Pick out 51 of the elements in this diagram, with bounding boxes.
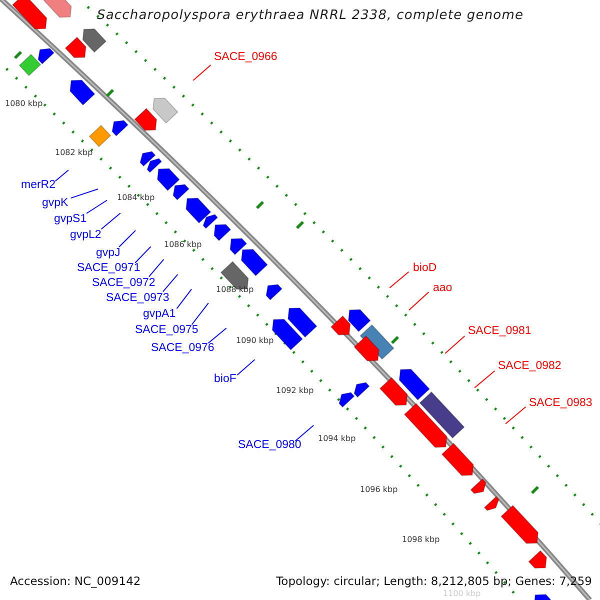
gene-label: gvpL2 (70, 229, 102, 242)
scale-label: 1094 kbp (318, 434, 356, 443)
map-title: Saccharopolyspora erythraea NRRL 2338, complete genome (97, 9, 524, 22)
gene-label: SACE_0976 (151, 342, 214, 355)
accession-text: Accession: NC_009142 (10, 575, 141, 588)
scale-label: 1096 kbp (360, 485, 398, 494)
leader-line (505, 406, 526, 424)
scale-label: 1086 kbp (164, 240, 202, 249)
leader-line (389, 271, 410, 288)
topology-text: Topology: circular; Length: 8,212,805 bp; Genes: 7,259 (276, 575, 592, 588)
gene-label: bioD (413, 262, 437, 275)
scale-label: 1082 kbp (55, 148, 93, 157)
leader-line (162, 274, 178, 292)
scale-label: 1080 kbp (5, 99, 43, 108)
leader-line (444, 336, 466, 354)
leader-line (134, 246, 152, 264)
leader-line (54, 170, 69, 182)
scale-label: 1088 kbp (216, 285, 254, 294)
gene-label: SACE_0983 (529, 397, 592, 410)
gene-label: gvpS1 (54, 213, 87, 226)
leader-line (294, 424, 314, 442)
gene-label: gvpA1 (143, 308, 176, 321)
leader-line (176, 288, 192, 310)
leader-line (148, 258, 164, 278)
gene-label: SACE_0981 (468, 325, 532, 338)
gene-label: SACE_0973 (106, 292, 170, 305)
scale-label: 1092 kbp (276, 386, 314, 395)
gene-label: gvpK (42, 197, 68, 210)
gene-label: SACE_0971 (77, 262, 140, 275)
gene-label: SACE_0972 (92, 277, 156, 290)
leader-line (474, 370, 496, 388)
leader-line (408, 292, 430, 311)
gene-label: SACE_0980 (238, 439, 302, 452)
leader-line (86, 200, 108, 214)
gene-label: aao (433, 282, 452, 295)
scale-label: 1084 kbp (117, 193, 155, 202)
scale-label: 1098 kbp (402, 535, 440, 544)
leader-line (118, 230, 136, 248)
gene-label: SACE_0966 (214, 51, 278, 64)
gene-label: SACE_0982 (498, 360, 562, 373)
leader-line (70, 188, 98, 199)
gene-label: bioF (214, 373, 236, 386)
leader-line (236, 359, 256, 376)
gene-label: gvpJ (96, 247, 120, 260)
scale-label: 1090 kbp (236, 336, 274, 345)
leader-line (191, 302, 209, 326)
leader-line (100, 212, 121, 230)
gene-label: SACE_0975 (135, 324, 198, 337)
leader-line (208, 328, 227, 344)
gene-label: merR2 (21, 179, 56, 192)
leader-line (192, 64, 212, 81)
